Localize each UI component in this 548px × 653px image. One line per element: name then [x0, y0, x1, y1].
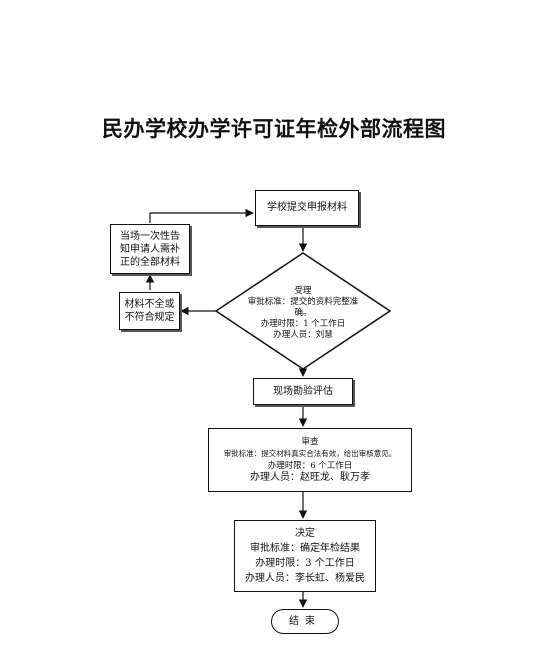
- decision-title: 决定: [295, 528, 315, 539]
- decision-step-box: 决定 审批标准：确定年检结果 办理时限：3 个工作日 办理人员：李长虹、杨爱民: [234, 520, 376, 592]
- review-step-box: 审查 审批标准：提交材料真实合法有效，给出审核意见。 办理时限：6 个工作日 办…: [208, 428, 412, 492]
- arrow-notify-to-submit: [149, 208, 254, 223]
- decision-line-3: 办理人员：李长虹、杨爱民: [245, 573, 365, 584]
- notify-line-1: 当场一次性告: [120, 230, 180, 242]
- review-line-3: 办理人员：赵旺龙、耿万孝: [250, 472, 370, 483]
- submit-materials-box: 学校提交申报材料: [255, 190, 359, 226]
- decision-line-2: 办理时限：3 个工作日: [255, 558, 355, 569]
- submit-materials-label: 学校提交申报材料: [267, 202, 347, 213]
- incomplete-materials-box: 材料不全或 不符合规定: [119, 292, 180, 330]
- notify-line-2: 知申请人需补: [120, 243, 180, 255]
- accept-line-4: 办理人员：刘慧: [273, 329, 333, 340]
- accept-line-3: 办理时限：1 个工作日: [260, 318, 346, 329]
- review-title: 审查: [301, 437, 319, 447]
- decision-line-1: 审批标准：确定年检结果: [250, 543, 360, 554]
- accept-line-1: 审批标准：提交的资料完整准: [247, 296, 359, 307]
- review-line-1: 审批标准：提交材料真实合法有效，给出审核意见。: [223, 449, 397, 458]
- incomplete-line-1: 材料不全或: [124, 299, 175, 310]
- review-line-2: 办理时限：6 个工作日: [267, 461, 353, 471]
- site-inspection-label: 现场勘验评估: [273, 385, 333, 397]
- incomplete-line-2: 不符合规定: [124, 312, 175, 323]
- notify-supplement-box: 当场一次性告 知申请人需补 正的全部材料: [110, 224, 190, 274]
- accept-line-2: 确。: [294, 307, 312, 318]
- end-terminal: 结束: [271, 609, 339, 634]
- page-title: 民办学校办学许可证年检外部流程图: [102, 116, 446, 141]
- end-label: 结束: [289, 615, 321, 627]
- accept-step-text: 受理 审批标准：提交的资料完整准 确。 办理时限：1 个工作日 办理人员：刘慧: [228, 285, 378, 341]
- accept-title: 受理: [294, 285, 312, 296]
- notify-line-3: 正的全部材料: [120, 256, 180, 268]
- site-inspection-box: 现场勘验评估: [253, 378, 353, 405]
